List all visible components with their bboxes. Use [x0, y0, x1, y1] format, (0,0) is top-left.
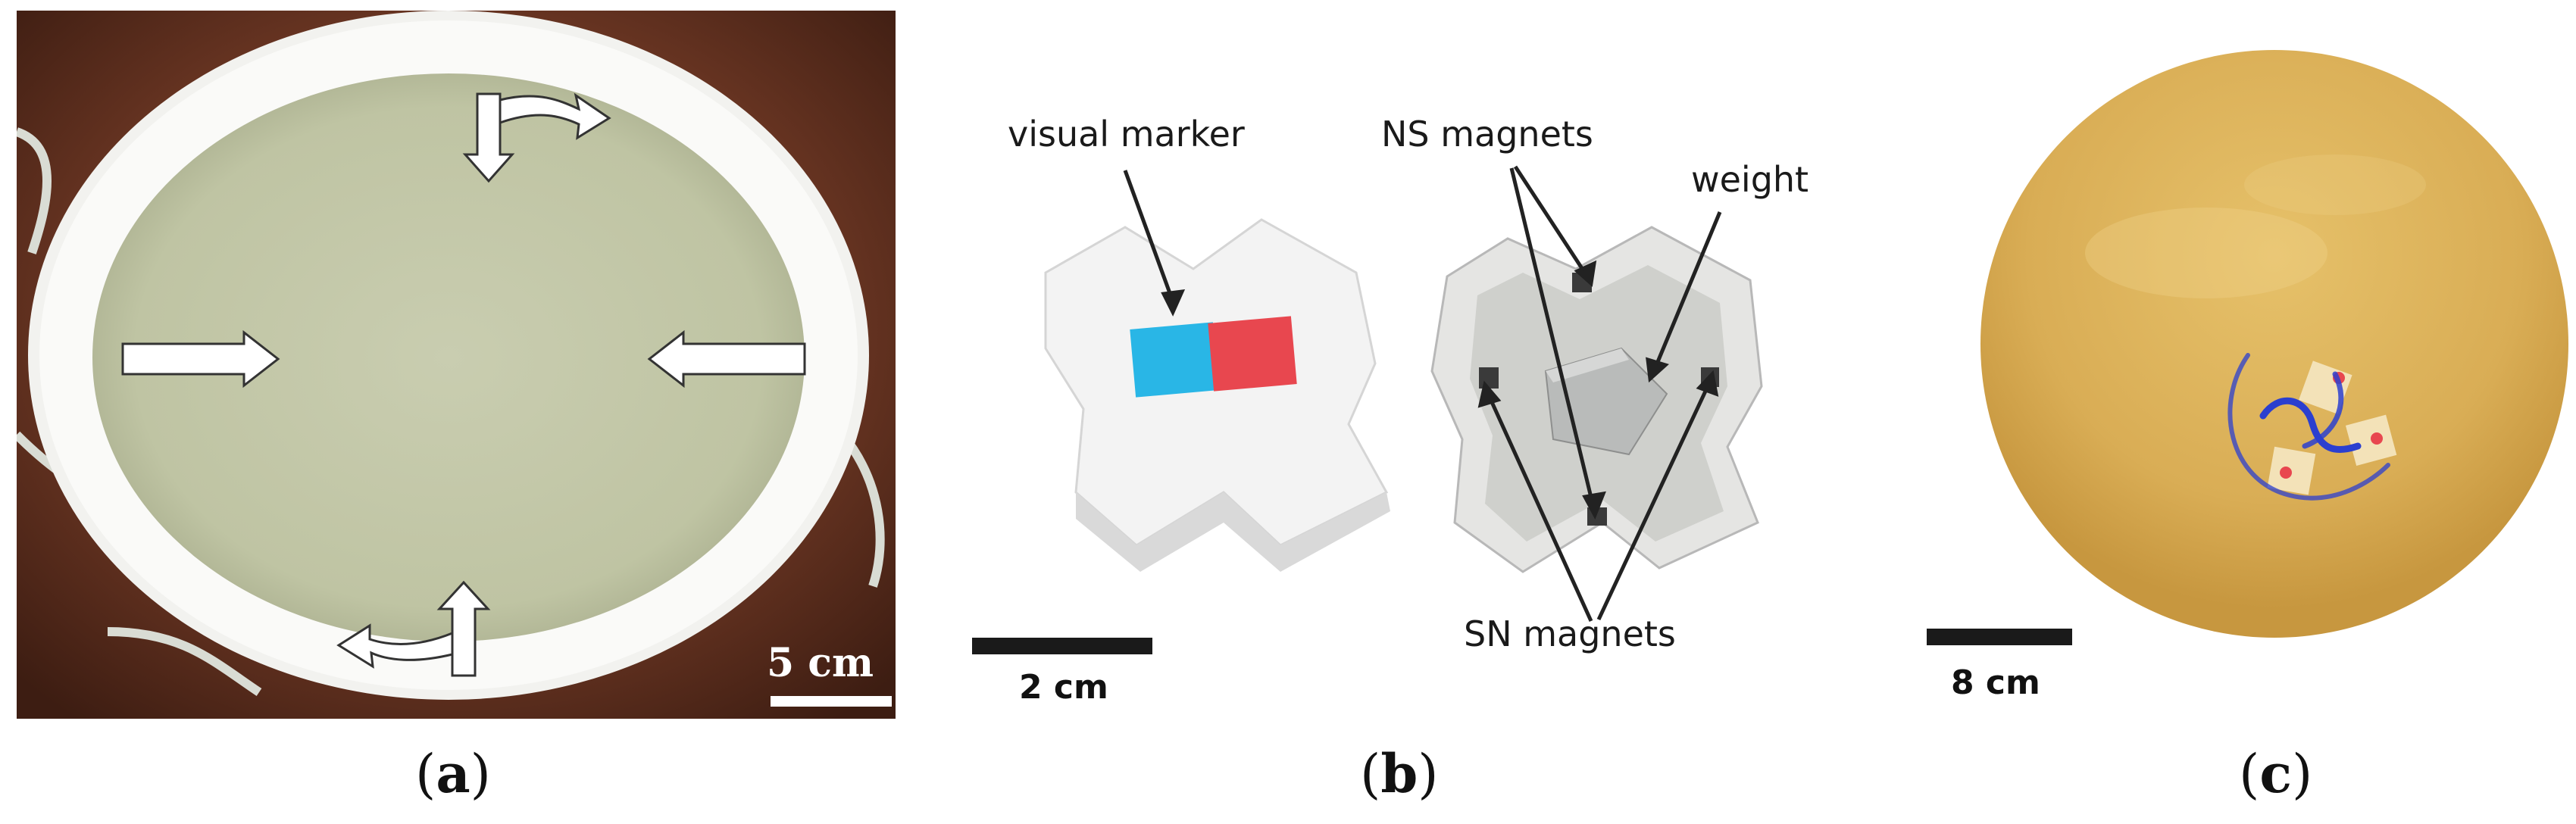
caption-letter-a: a: [436, 742, 470, 805]
arena-photo: [1980, 50, 2568, 638]
label-ns-magnets: NS magnets: [1381, 114, 1593, 154]
marker-red-half: [1208, 316, 1297, 392]
trajectory-1: [2227, 353, 2390, 501]
scale-bar-b: [972, 638, 1152, 654]
scale-label-b: 2 cm: [1019, 668, 1108, 707]
label-weight: weight: [1691, 159, 1809, 200]
arena-disk: [1980, 50, 2568, 638]
scale-label-c: 8 cm: [1951, 663, 2040, 702]
arrow-up-icon: [436, 580, 491, 677]
panel-b-photo: [962, 98, 1803, 674]
robot-photo: [1044, 165, 1763, 623]
panel-c-photo: [1979, 11, 2570, 677]
trajectory-3: [2302, 371, 2344, 449]
caption-letter-c: c: [2259, 742, 2292, 805]
arrow-right-icon: [121, 329, 280, 389]
scale-bar-a: [771, 696, 892, 707]
scale-label-a: 5 cm: [767, 640, 874, 686]
trajectories: [2227, 353, 2390, 501]
basin-photo: [17, 11, 896, 719]
curved-arrow-right-icon: [499, 92, 611, 140]
water-surface: [92, 73, 805, 641]
flow-arrows: [121, 92, 806, 677]
caption-b: (b): [1360, 742, 1439, 805]
caption-a: (a): [415, 742, 491, 805]
robot-top-piece: [1044, 218, 1390, 572]
magnet-sn-1: [1479, 367, 1499, 389]
label-visual-marker: visual marker: [1008, 114, 1245, 154]
trajectory-2: [2259, 397, 2362, 454]
caption-letter-b: b: [1380, 742, 1418, 805]
marker-blue-half: [1130, 322, 1219, 398]
arrow-left-icon: [647, 329, 806, 389]
label-sn-magnets: SN magnets: [1464, 613, 1676, 654]
annotation-arrows: [1123, 165, 1722, 623]
caption-c: (c): [2239, 742, 2313, 805]
panel-a-photo: [17, 11, 896, 719]
scale-bar-c: [1927, 629, 2072, 645]
curved-arrow-left-icon: [336, 623, 454, 669]
